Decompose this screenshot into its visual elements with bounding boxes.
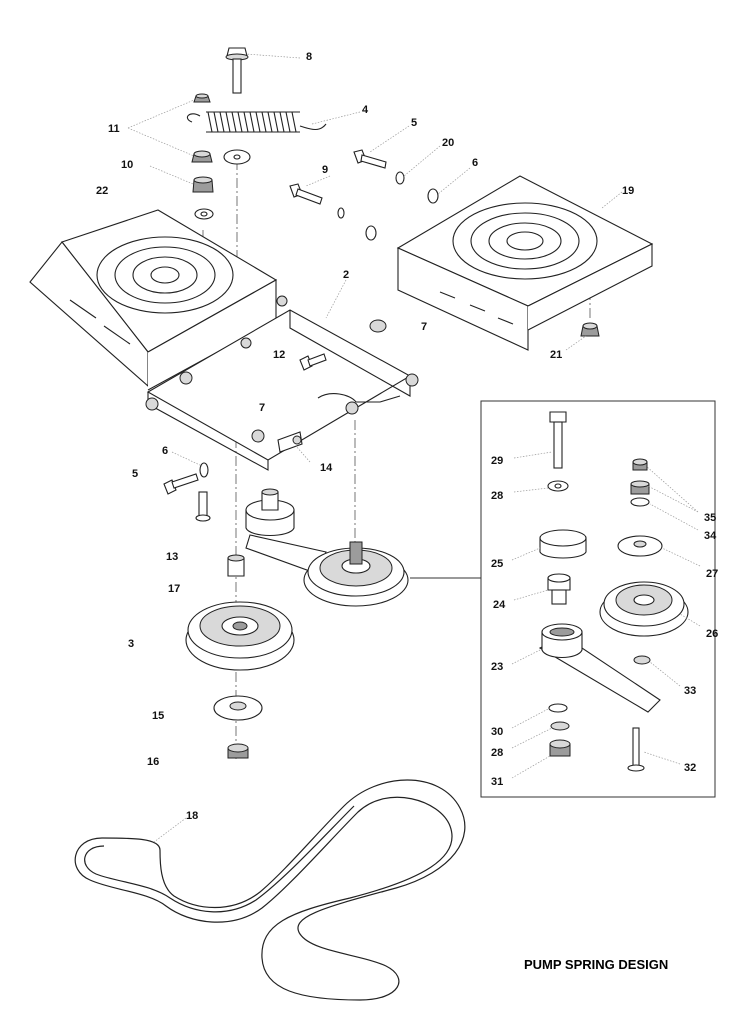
part-29-bolt [549,411,567,469]
part-12-bolt [299,353,327,371]
label-34: 34 [704,530,717,542]
part-labels: 8 4 11 5 20 10 9 6 22 19 2 7 12 7 21 6 1… [96,51,718,822]
part-9-bolt [289,183,377,241]
inset-box [410,400,716,798]
part-21-nut [580,322,600,337]
part-18-belt [74,779,466,1001]
label-10: 10 [121,159,133,171]
label-5-lower: 5 [132,468,138,480]
label-20: 20 [442,137,454,149]
part-23-arm [538,623,661,713]
spring-washer [223,149,251,165]
label-21: 21 [550,349,562,361]
label-24: 24 [493,599,506,611]
label-17: 17 [168,583,180,595]
part-28-washer-lower [550,721,570,731]
label-28-lower: 28 [491,747,503,759]
label-31: 31 [491,776,503,788]
part-8-bolt [225,47,249,94]
label-11: 11 [108,123,120,135]
part-10-nut [192,176,214,193]
part-5-bolt-lower [163,462,209,495]
label-22: 22 [96,185,108,197]
part-4-spring [186,111,327,133]
part-17-spacer [227,554,245,577]
part-33-nut [633,655,651,665]
label-7-right: 7 [421,321,427,333]
label-28-upper: 28 [491,490,503,502]
label-33: 33 [684,685,696,697]
part-22-washer [194,208,214,220]
part-34-nut [630,480,650,507]
label-29: 29 [491,455,503,467]
part-6-washer-upper [427,188,439,204]
label-6-upper: 6 [472,157,478,169]
part-11-nut [193,93,211,103]
label-27: 27 [706,568,718,580]
part-31-nut [549,739,571,757]
label-13: 13 [166,551,178,563]
idler-pulley [303,541,409,607]
label-8: 8 [306,51,312,63]
label-26: 26 [706,628,718,640]
part-26-pulley [599,581,689,637]
part-24-spacer [547,573,571,605]
label-23: 23 [491,661,503,673]
label-9: 9 [322,164,328,176]
part-13-pin [195,491,211,522]
diagram-caption: PUMP SPRING DESIGN [524,957,668,972]
label-25: 25 [491,558,503,570]
label-16: 16 [147,756,159,768]
label-5-upper: 5 [411,117,417,129]
part-30-washer [548,703,568,713]
label-4: 4 [362,104,369,116]
part-28-washer-upper [547,480,569,492]
part-5-bolt-upper [353,149,387,169]
part-20-washer [395,171,405,185]
label-14: 14 [320,462,333,474]
label-12: 12 [273,349,285,361]
part-25-washer [539,529,587,559]
leader-lines [127,53,701,843]
part-2-bracket [146,309,412,471]
label-6-lower: 6 [162,445,168,457]
label-2: 2 [343,269,349,281]
part-32-pin [627,727,645,772]
part-14-bolt [277,431,303,453]
label-7-center: 7 [259,402,265,414]
label-19: 19 [622,185,634,197]
label-30: 30 [491,726,503,738]
label-3: 3 [128,638,134,650]
label-35: 35 [704,512,716,524]
idler-arm-assembly [245,488,327,575]
label-18: 18 [186,810,198,822]
label-15: 15 [152,710,164,722]
left-deck-plate [29,209,278,391]
part-35-nut [632,458,648,471]
part-16-nut [227,743,249,759]
bracket-bolts [145,295,419,443]
part-3-pulley [185,601,295,671]
part-11-nut-lower [191,150,213,163]
label-32: 32 [684,762,696,774]
part-19-plate [396,175,654,351]
part-15-washer [213,695,263,721]
part-27-washer [617,535,663,557]
